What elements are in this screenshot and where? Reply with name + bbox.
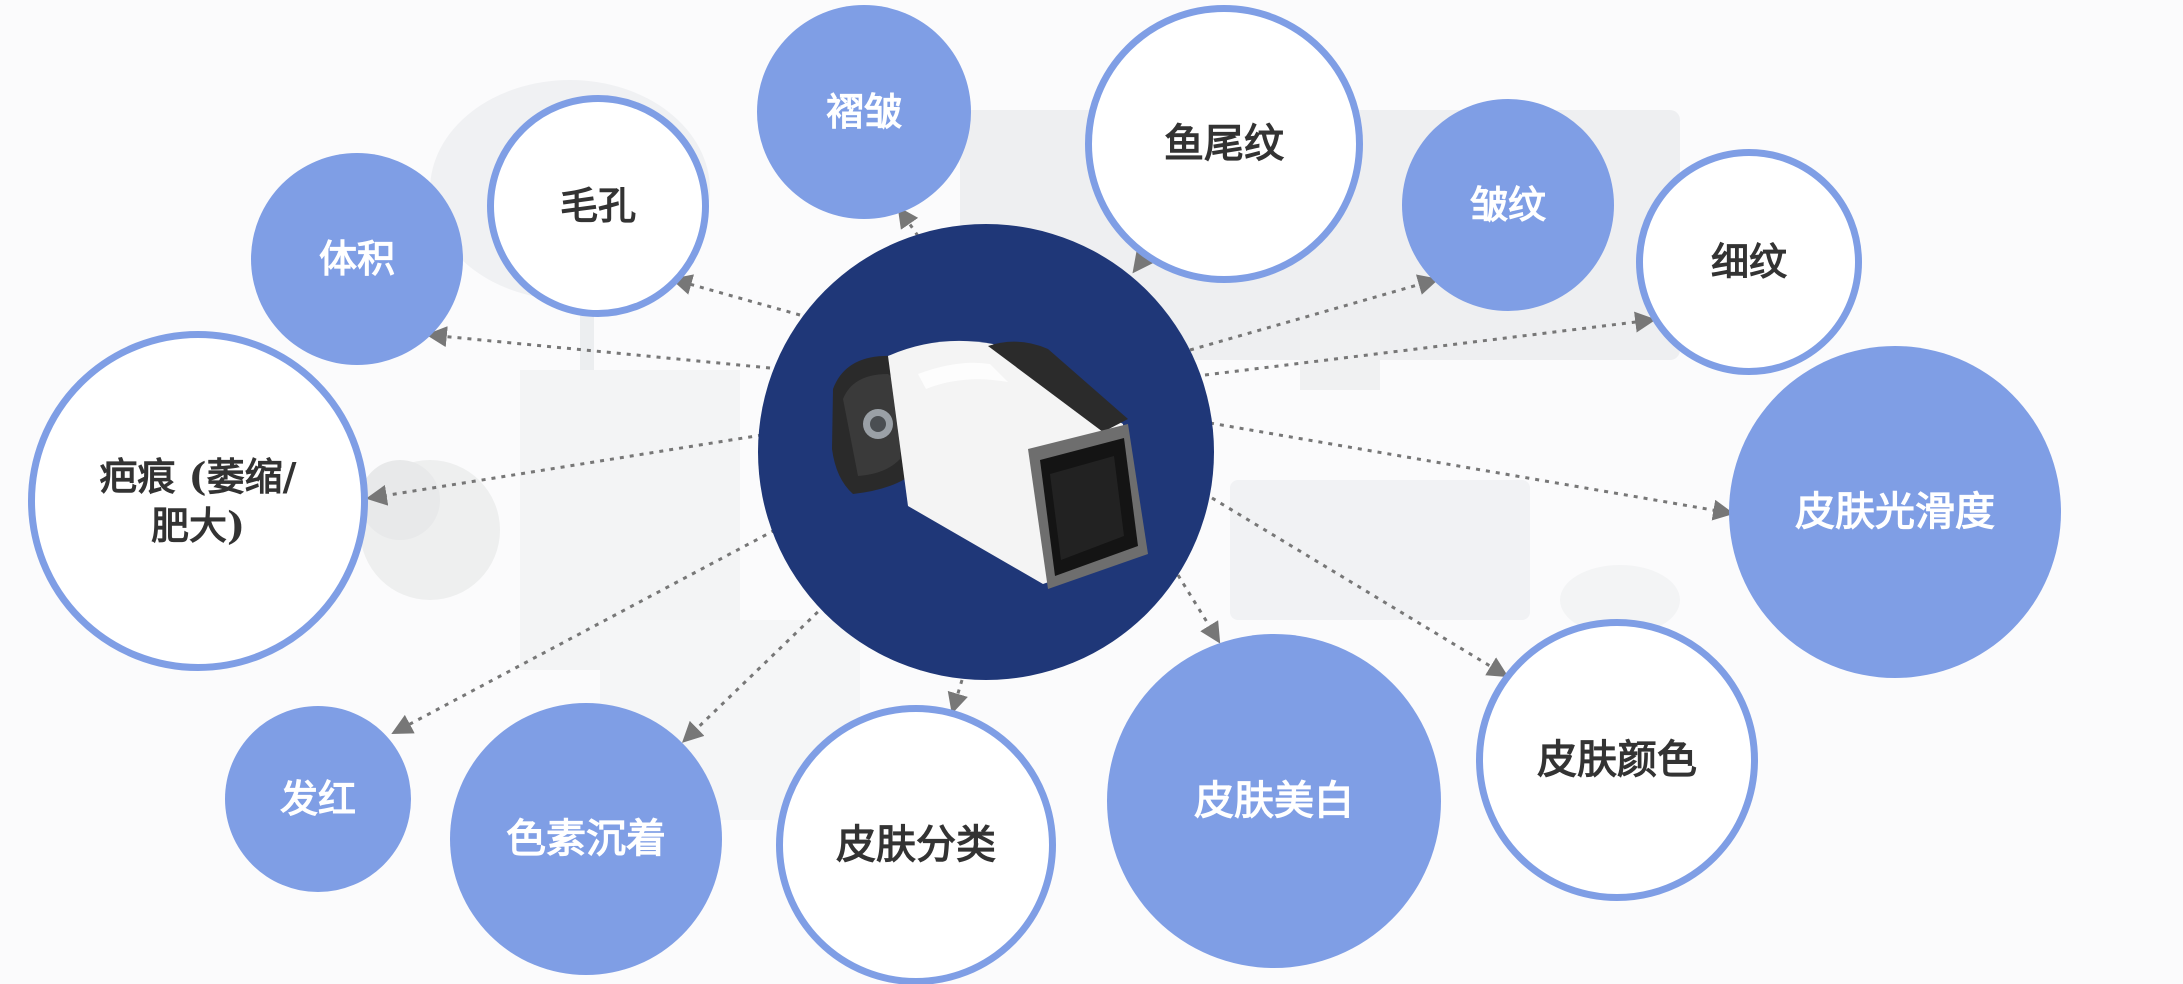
arrow-to-wrinkle bbox=[1189, 274, 1440, 352]
node-label: 皱纹 bbox=[1469, 182, 1546, 228]
arrow-to-pigmentation bbox=[681, 603, 827, 743]
node-pigmentation: 色素沉着 bbox=[450, 703, 722, 975]
arrow-to-whitening bbox=[1176, 574, 1221, 644]
arrow-to-skin-color bbox=[1211, 496, 1509, 678]
node-volume: 体积 bbox=[251, 153, 463, 365]
arrow-to-volume bbox=[425, 326, 771, 370]
node-label: 体积 bbox=[318, 236, 395, 282]
node-label: 褶皱 bbox=[825, 89, 902, 135]
node-label: 皮肤分类 bbox=[836, 821, 996, 868]
skin-imaging-device-icon bbox=[832, 340, 1148, 589]
node-label: 疤痕 (萎缩/ 肥大) bbox=[99, 453, 297, 548]
node-skin-type: 皮肤分类 bbox=[776, 705, 1056, 984]
center-device-circle bbox=[758, 224, 1214, 680]
arrow-to-smoothness bbox=[1209, 421, 1735, 521]
node-label: 毛孔 bbox=[559, 183, 636, 229]
node-label: 细纹 bbox=[1710, 239, 1787, 285]
node-whitening: 皮肤美白 bbox=[1107, 634, 1441, 968]
node-pores: 毛孔 bbox=[487, 95, 709, 317]
node-scar: 疤痕 (萎缩/ 肥大) bbox=[28, 331, 368, 671]
node-crows-feet: 鱼尾纹 bbox=[1085, 5, 1363, 283]
node-label: 皮肤光滑度 bbox=[1795, 488, 1995, 535]
node-wrinkle: 皱纹 bbox=[1402, 99, 1614, 311]
arrow-to-redness bbox=[391, 528, 776, 734]
node-label: 鱼尾纹 bbox=[1164, 120, 1284, 167]
node-skin-color: 皮肤颜色 bbox=[1476, 619, 1758, 901]
node-label: 色素沉着 bbox=[506, 815, 666, 862]
arrow-to-crows-feet bbox=[1132, 249, 1154, 274]
arrow-to-scar bbox=[365, 433, 763, 506]
node-redness: 发红 bbox=[225, 706, 411, 892]
node-wrinkle-fold: 褶皱 bbox=[757, 5, 971, 219]
node-label: 皮肤美白 bbox=[1194, 777, 1354, 824]
node-label: 皮肤颜色 bbox=[1537, 736, 1697, 783]
arrow-to-pores bbox=[670, 274, 801, 317]
node-label: 发红 bbox=[279, 776, 356, 822]
arrow-to-fine-lines bbox=[1204, 311, 1657, 377]
arrow-to-skin-type bbox=[947, 679, 968, 715]
node-fine-lines: 细纹 bbox=[1636, 149, 1862, 375]
node-smoothness: 皮肤光滑度 bbox=[1729, 346, 2061, 678]
